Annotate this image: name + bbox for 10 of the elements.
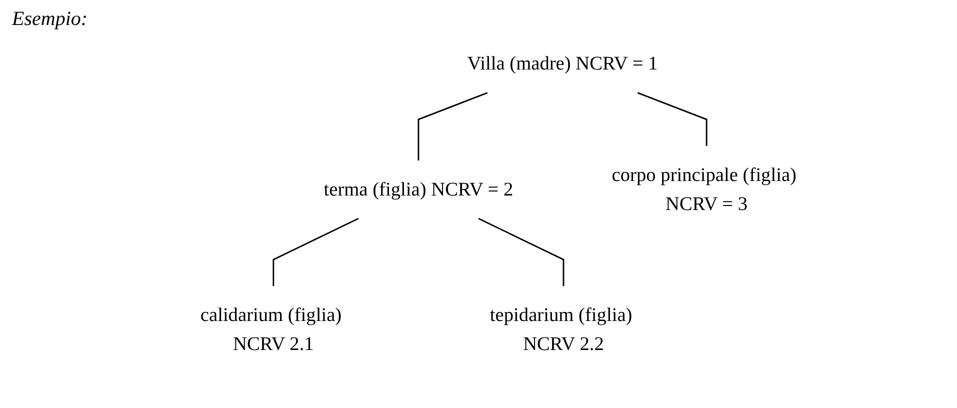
connector <box>418 92 488 160</box>
note-text: Esempio: <box>12 8 88 31</box>
connector <box>637 92 708 146</box>
connector <box>478 218 564 286</box>
node-text: terma (figlia) NCRV = 2 <box>324 178 514 200</box>
node-text: calidarium (figlia) NCRV 2.1 <box>200 304 342 355</box>
node-text: Villa (madre) NCRV = 1 <box>467 53 658 74</box>
node-text: tepidarium (figlia) NCRV 2.2 <box>490 304 632 355</box>
connector <box>272 218 359 286</box>
node-text: corpo principale (figlia) NCRV = 3 <box>612 164 797 215</box>
